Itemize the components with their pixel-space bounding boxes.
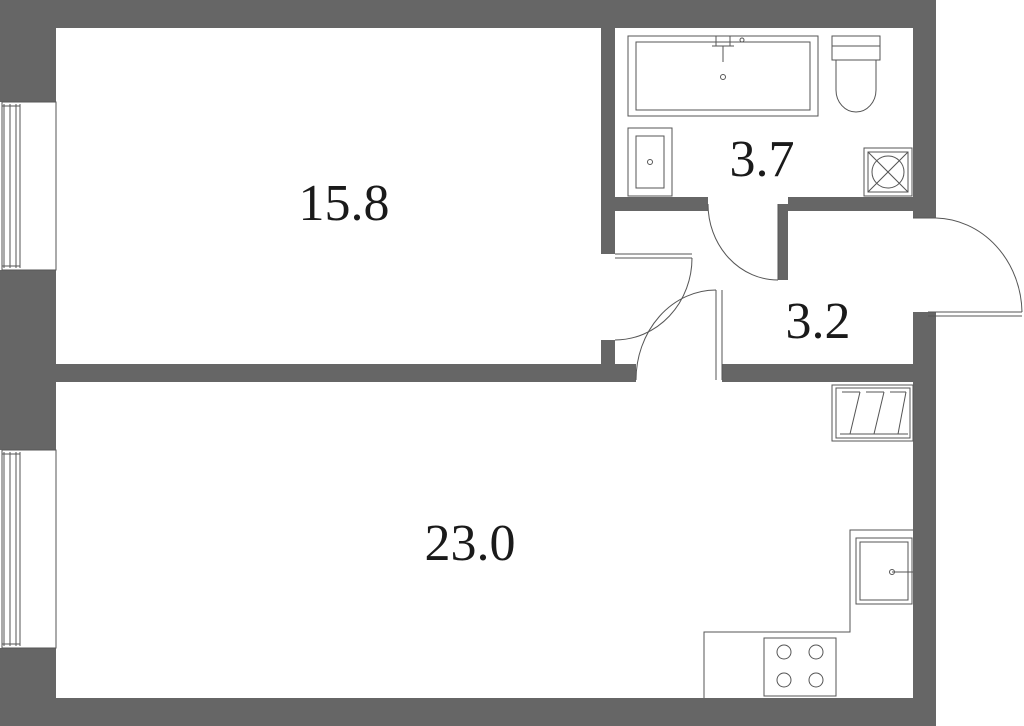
area-label-living: 23.0	[425, 515, 516, 572]
wall-middle-2	[722, 364, 913, 382]
wall-left-1	[0, 0, 56, 102]
wall-kitchen	[913, 380, 936, 698]
area-label-hallway: 3.2	[786, 293, 851, 350]
door-bedroom	[614, 253, 693, 341]
wall-left-2	[0, 270, 56, 450]
door-bathroom	[707, 203, 779, 281]
sink-kitchen	[855, 537, 913, 605]
walls	[0, 0, 936, 726]
wall-bottom	[0, 698, 936, 726]
radiator	[831, 384, 914, 442]
toilet	[831, 35, 881, 113]
wall-hall-divider	[778, 204, 788, 280]
wall-bath-bottom-2	[788, 197, 913, 211]
window-living	[1, 449, 57, 649]
area-label-bedroom: 15.8	[299, 175, 390, 232]
wall-bath-bottom-1	[601, 197, 708, 211]
area-label-bathroom: 3.7	[730, 131, 795, 188]
wall-top	[0, 0, 936, 28]
door-living	[635, 289, 723, 381]
wall-partition-v1	[601, 28, 615, 254]
sink-bathroom	[627, 127, 673, 197]
door-entrance	[913, 217, 1023, 317]
bathtub	[627, 35, 819, 117]
window-bedroom	[1, 101, 57, 271]
wall-middle-1	[56, 364, 636, 382]
doors	[614, 203, 1023, 381]
kitchen-counter	[703, 529, 913, 698]
vent-shaft	[863, 147, 913, 197]
wall-right-1	[913, 0, 936, 218]
stove	[763, 637, 837, 697]
